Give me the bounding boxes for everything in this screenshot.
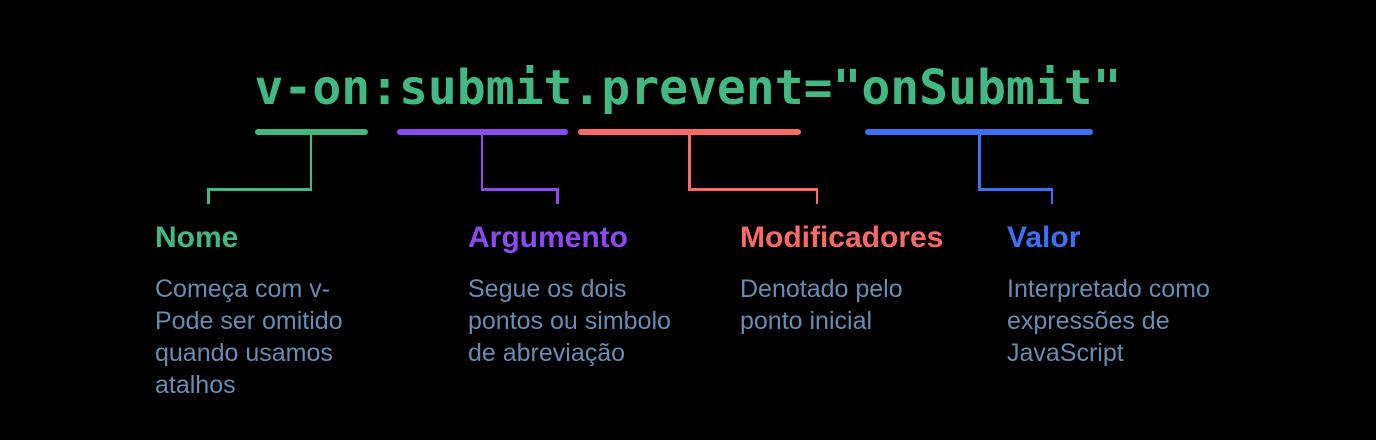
modifiers-connector-stem	[688, 135, 691, 188]
name-label: Nome	[155, 221, 239, 254]
value-connector-stem	[978, 135, 981, 188]
modifiers-label: Modificadores	[740, 221, 944, 254]
argument-underline	[397, 129, 568, 135]
modifiers-connector-arm	[688, 188, 818, 191]
argument-connector-stem	[480, 135, 483, 188]
argument-label: Argumento	[468, 221, 628, 254]
name-description: Começa com v- Pode ser omitido quando us…	[155, 275, 343, 399]
value-connector-arm	[978, 188, 1053, 191]
value-underline	[865, 129, 1093, 135]
name-connector-tail	[207, 188, 210, 204]
argument-connector-tail	[556, 188, 559, 204]
modifiers-underline	[578, 129, 801, 135]
directive-code: v-on:submit.prevent="onSubmit"	[254, 60, 1122, 116]
value-connector-tail	[1050, 188, 1053, 204]
name-underline	[255, 129, 368, 135]
value-description: Interpretado como expressões de JavaScri…	[1007, 275, 1210, 367]
modifiers-connector-tail	[815, 188, 818, 204]
value-label: Valor	[1007, 221, 1081, 254]
modifiers-description: Denotado pelo ponto inicial	[740, 275, 903, 335]
name-connector-arm	[207, 188, 312, 191]
name-connector-stem	[309, 135, 312, 188]
argument-connector-arm	[480, 188, 559, 191]
argument-description: Segue os dois pontos ou simbolo de abrev…	[468, 275, 671, 367]
